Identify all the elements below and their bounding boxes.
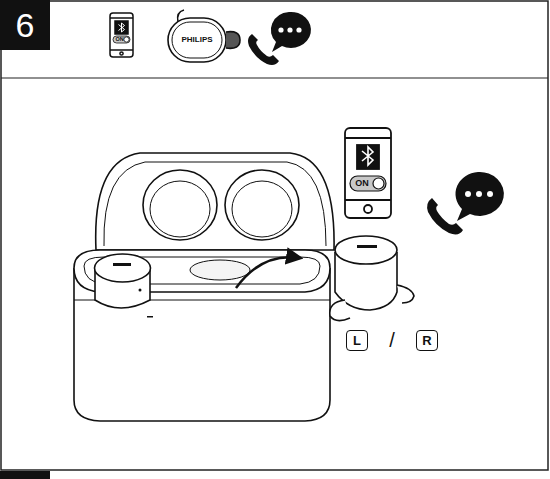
phone-icon [110, 13, 133, 57]
call-chat-icon [427, 172, 504, 235]
frame [1, 1, 548, 470]
earbud-icon [168, 10, 240, 62]
separator [1, 77, 548, 78]
separator-slash: / [389, 330, 395, 350]
brand-text: PHILIPS [181, 36, 212, 44]
switch-text: ON [355, 179, 369, 188]
earbud [330, 236, 414, 321]
node-text: 6 [16, 8, 35, 42]
side-marker: L [346, 330, 368, 351]
step-number: 6 [0, 0, 50, 50]
charging-case [74, 153, 334, 421]
call-chat-icon [248, 12, 311, 65]
next-step-bar [0, 471, 50, 479]
node-text: R [422, 334, 432, 347]
switch-text: ON [115, 37, 123, 43]
side-marker: R [416, 330, 438, 351]
removal-arrow [236, 257, 300, 288]
phone [345, 128, 391, 218]
node-text: L [352, 334, 362, 347]
